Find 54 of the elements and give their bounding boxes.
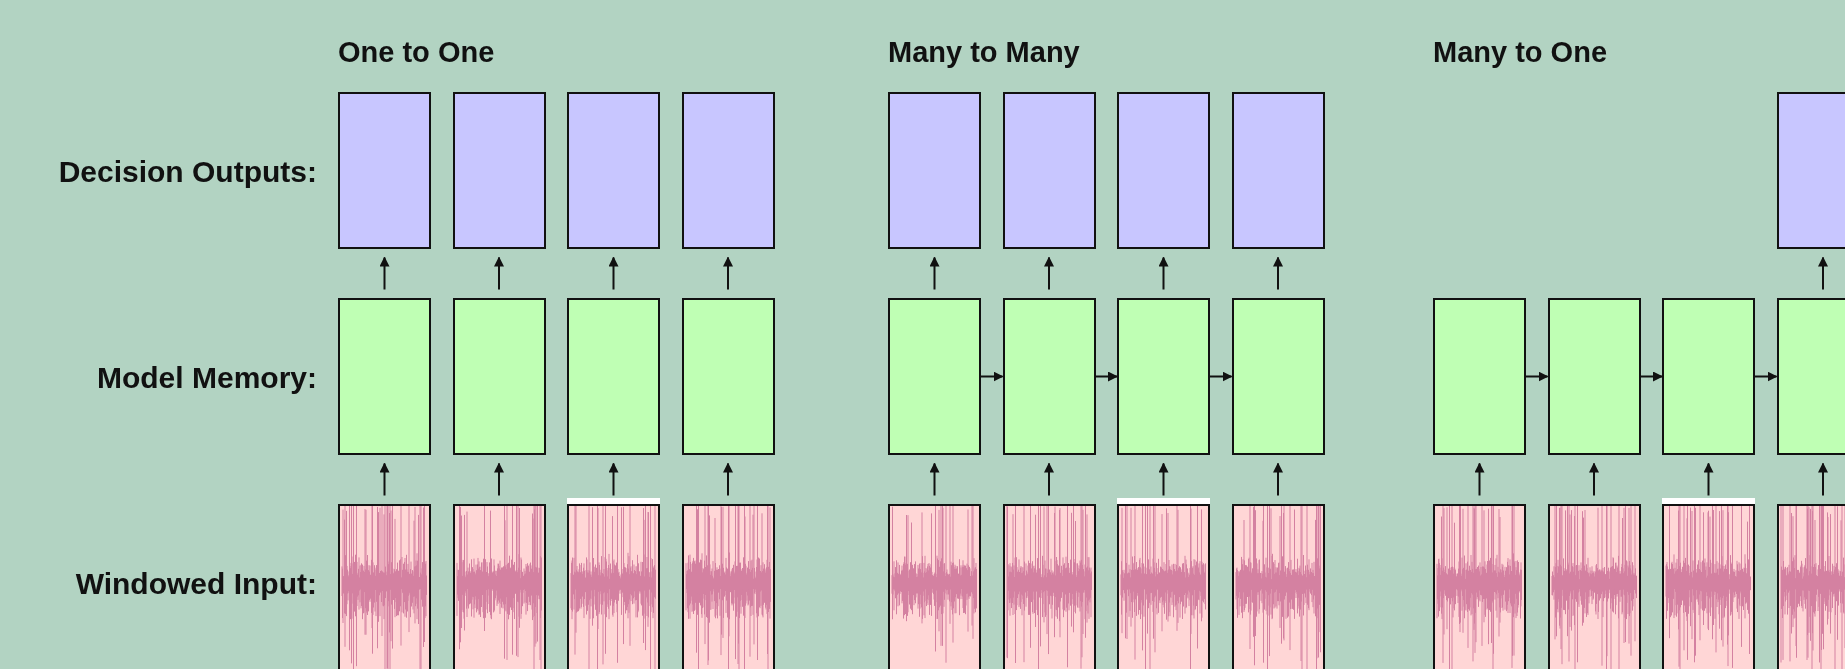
memory-box xyxy=(452,298,546,455)
arrow xyxy=(1209,371,1233,382)
arrow xyxy=(1273,462,1283,497)
group-heading: One to One xyxy=(338,38,495,67)
output-box xyxy=(567,92,660,249)
memory-box xyxy=(338,298,431,455)
arrow xyxy=(608,256,619,291)
group-heading: Many to Many xyxy=(888,38,1080,67)
memory-box xyxy=(1002,298,1096,455)
memory-box xyxy=(1433,298,1526,455)
output-box xyxy=(681,92,775,249)
output-box xyxy=(1776,92,1845,249)
output-box xyxy=(888,92,981,249)
arrow xyxy=(1754,371,1778,382)
arrow xyxy=(723,462,733,497)
arrow xyxy=(379,462,390,497)
memory-box xyxy=(888,298,981,455)
arrow xyxy=(494,462,504,497)
arrow xyxy=(1525,371,1549,382)
arrow xyxy=(723,256,733,291)
arrow xyxy=(608,462,619,497)
arrow xyxy=(1818,462,1828,497)
arrow xyxy=(1703,462,1714,497)
memory-box xyxy=(1231,298,1325,455)
arrow xyxy=(929,462,940,497)
group-heading: Many to One xyxy=(1433,38,1607,67)
arrow xyxy=(1158,256,1169,291)
arrow xyxy=(1094,371,1118,382)
arrow xyxy=(1639,371,1663,382)
memory-box xyxy=(1117,298,1210,455)
arrow xyxy=(1044,256,1054,291)
row-label: Decision Outputs: xyxy=(58,157,317,187)
arrow xyxy=(1474,462,1485,497)
row-label: Windowed Input: xyxy=(75,569,317,599)
memory-box xyxy=(1662,298,1755,455)
memory-box xyxy=(1776,298,1845,455)
arrow xyxy=(1273,256,1283,291)
arrow xyxy=(494,256,504,291)
output-box xyxy=(1002,92,1096,249)
arrow xyxy=(929,256,940,291)
row-label: Model Memory: xyxy=(96,363,317,393)
arrow xyxy=(379,256,390,291)
memory-box xyxy=(567,298,660,455)
arrow xyxy=(1044,462,1054,497)
output-box xyxy=(1231,92,1325,249)
memory-box xyxy=(681,298,775,455)
output-box xyxy=(338,92,431,249)
memory-box xyxy=(1547,298,1641,455)
arrow xyxy=(1158,462,1169,497)
arrow xyxy=(1818,256,1828,291)
arrow xyxy=(1589,462,1599,497)
output-box xyxy=(1117,92,1210,249)
output-box xyxy=(452,92,546,249)
arrow xyxy=(980,371,1004,382)
